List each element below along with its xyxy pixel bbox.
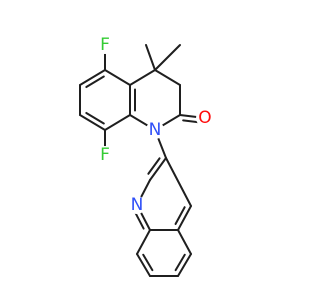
bond-C4-C3	[154, 69, 181, 86]
atom-label-F8: F	[100, 145, 110, 165]
bond-C4-Me1	[145, 44, 156, 71]
bond-C8a-C8	[104, 114, 131, 131]
atom-label-O2: O	[198, 108, 211, 128]
atom-label-F5: F	[100, 35, 110, 55]
atom-label-N1: N	[149, 120, 162, 140]
bond-C8-C7	[79, 114, 106, 131]
bond-C6q-C5q	[177, 253, 192, 277]
atom-label-F5-bg	[96, 36, 114, 54]
structure-canvas: F F N O N	[79, 35, 214, 277]
bond-C4aq2-C4q	[177, 205, 192, 231]
atom-label-F8-bg	[96, 146, 114, 164]
bond-C8-C7-double	[85, 111, 105, 125]
molecule-structure: F F N O N	[79, 35, 214, 277]
bond-C8q-C7q-double	[142, 253, 154, 272]
bond-Q3-Q2-double	[147, 157, 161, 175]
bond-C6-C5	[79, 69, 106, 86]
bond-C4aq2-C4q-double	[174, 206, 186, 226]
bond-C6-C5-double	[85, 75, 105, 89]
atom-label-N1-bg	[146, 121, 164, 139]
bond-C6q-C5q-double	[174, 253, 186, 272]
bond-C5q-C4aq2	[177, 229, 192, 255]
bond-C4q-Q3	[165, 157, 192, 207]
atom-label-Nq-bg	[128, 196, 146, 214]
bond-C8q-C7q	[136, 253, 151, 277]
bond-Q3-Q2	[149, 157, 167, 181]
bond-C4-Me2	[154, 44, 181, 71]
atom-label-O2-bg	[196, 109, 214, 127]
bond-C8aq-C8q	[136, 229, 151, 255]
bond-Nq-C8aq-double	[133, 210, 145, 230]
atom-label-Nq: N	[131, 195, 144, 215]
bond-C5-C4a	[104, 69, 131, 86]
bond-C4a-C4	[129, 69, 156, 86]
